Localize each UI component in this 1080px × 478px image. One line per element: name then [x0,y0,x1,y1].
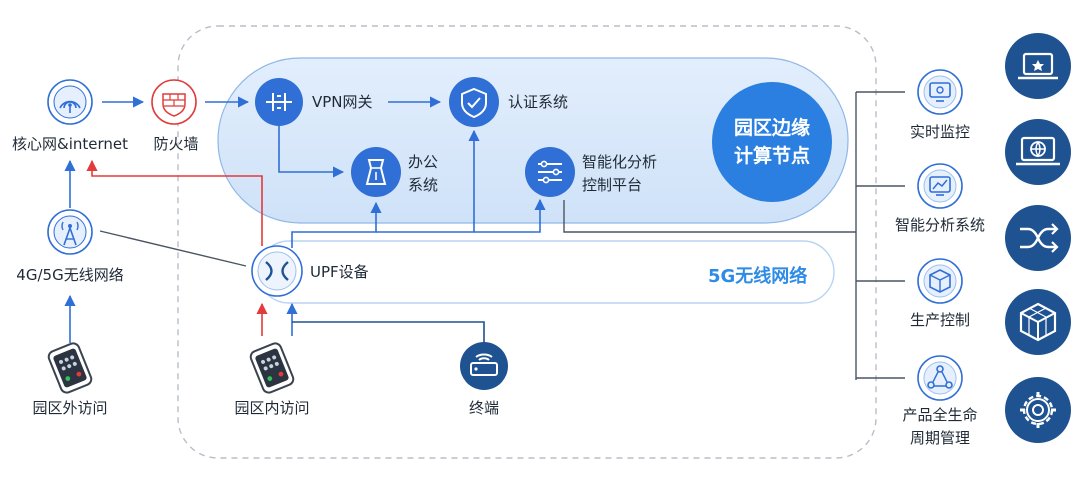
edge-node-title: 园区边缘 计算节点 [712,114,832,170]
wireless-4g5g-label: 4G/5G无线网络 [16,266,124,284]
shuffle-icon [1005,205,1071,271]
office-system-label-1: 办公 [408,153,439,171]
laptop-icon [1005,33,1071,99]
office-system-label-2: 系统 [408,176,439,194]
external-access-label: 园区外访问 [32,399,108,417]
monitor-icon [917,69,963,115]
campus-boundary [177,25,877,459]
box-icon [917,258,963,304]
edge-upf-to-core-red [86,159,263,246]
edge-upf-to-analytics [474,198,546,233]
edge-4g5g-to-upf [99,230,247,267]
terminal-label: 终端 [468,399,500,417]
edge-upf-to-office [291,201,382,248]
analytics-system-label: 智能分析系统 [894,216,986,234]
vpn-gateway-icon [255,78,303,126]
lifecycle-label-2: 周期管理 [909,429,971,447]
edge-analytics-to-bus [563,200,856,233]
core-network-icon [47,79,93,125]
firewall-icon [151,79,197,125]
edge-node-title-line2: 计算节点 [733,145,810,167]
internal-phone-icon [249,342,295,394]
lifecycle-label-1: 产品全生命 [902,406,978,424]
realtime-monitor-label: 实时监控 [909,123,971,141]
external-phone-icon [47,342,93,394]
analytics-platform-icon [525,147,575,197]
firewall-label: 防火墙 [153,135,199,153]
chart-icon [917,163,963,209]
lifecycle-icon [917,355,963,401]
upf-device-icon [251,245,303,297]
auth-system-icon [449,77,499,127]
office-system-icon [351,147,401,197]
edge-terminal-to-upf [292,321,485,343]
globe-laptop-icon [1005,119,1071,185]
core-network-label: 核心网&internet [11,135,129,153]
gear-icon [1005,377,1071,443]
terminal-icon [460,342,508,390]
production-control-label: 生产控制 [909,311,971,329]
analytics-platform-label-2: 控制平台 [582,176,643,194]
edge-vpn-to-office [278,126,345,178]
internal-access-label: 园区内访问 [234,399,310,417]
edge-node-title-line1: 园区边缘 [733,117,810,139]
analytics-platform-label-1: 智能化分析 [582,153,658,171]
wireless-tower-icon [47,209,93,255]
vpn-gateway-label: VPN网关 [312,93,373,111]
edge-node-circle [712,82,832,202]
wireless-5g-label: 5G无线网络 [708,266,808,287]
auth-system-label: 认证系统 [508,93,569,111]
upf-device-label: UPF设备 [310,263,369,281]
cube-grid-icon [1005,289,1071,355]
